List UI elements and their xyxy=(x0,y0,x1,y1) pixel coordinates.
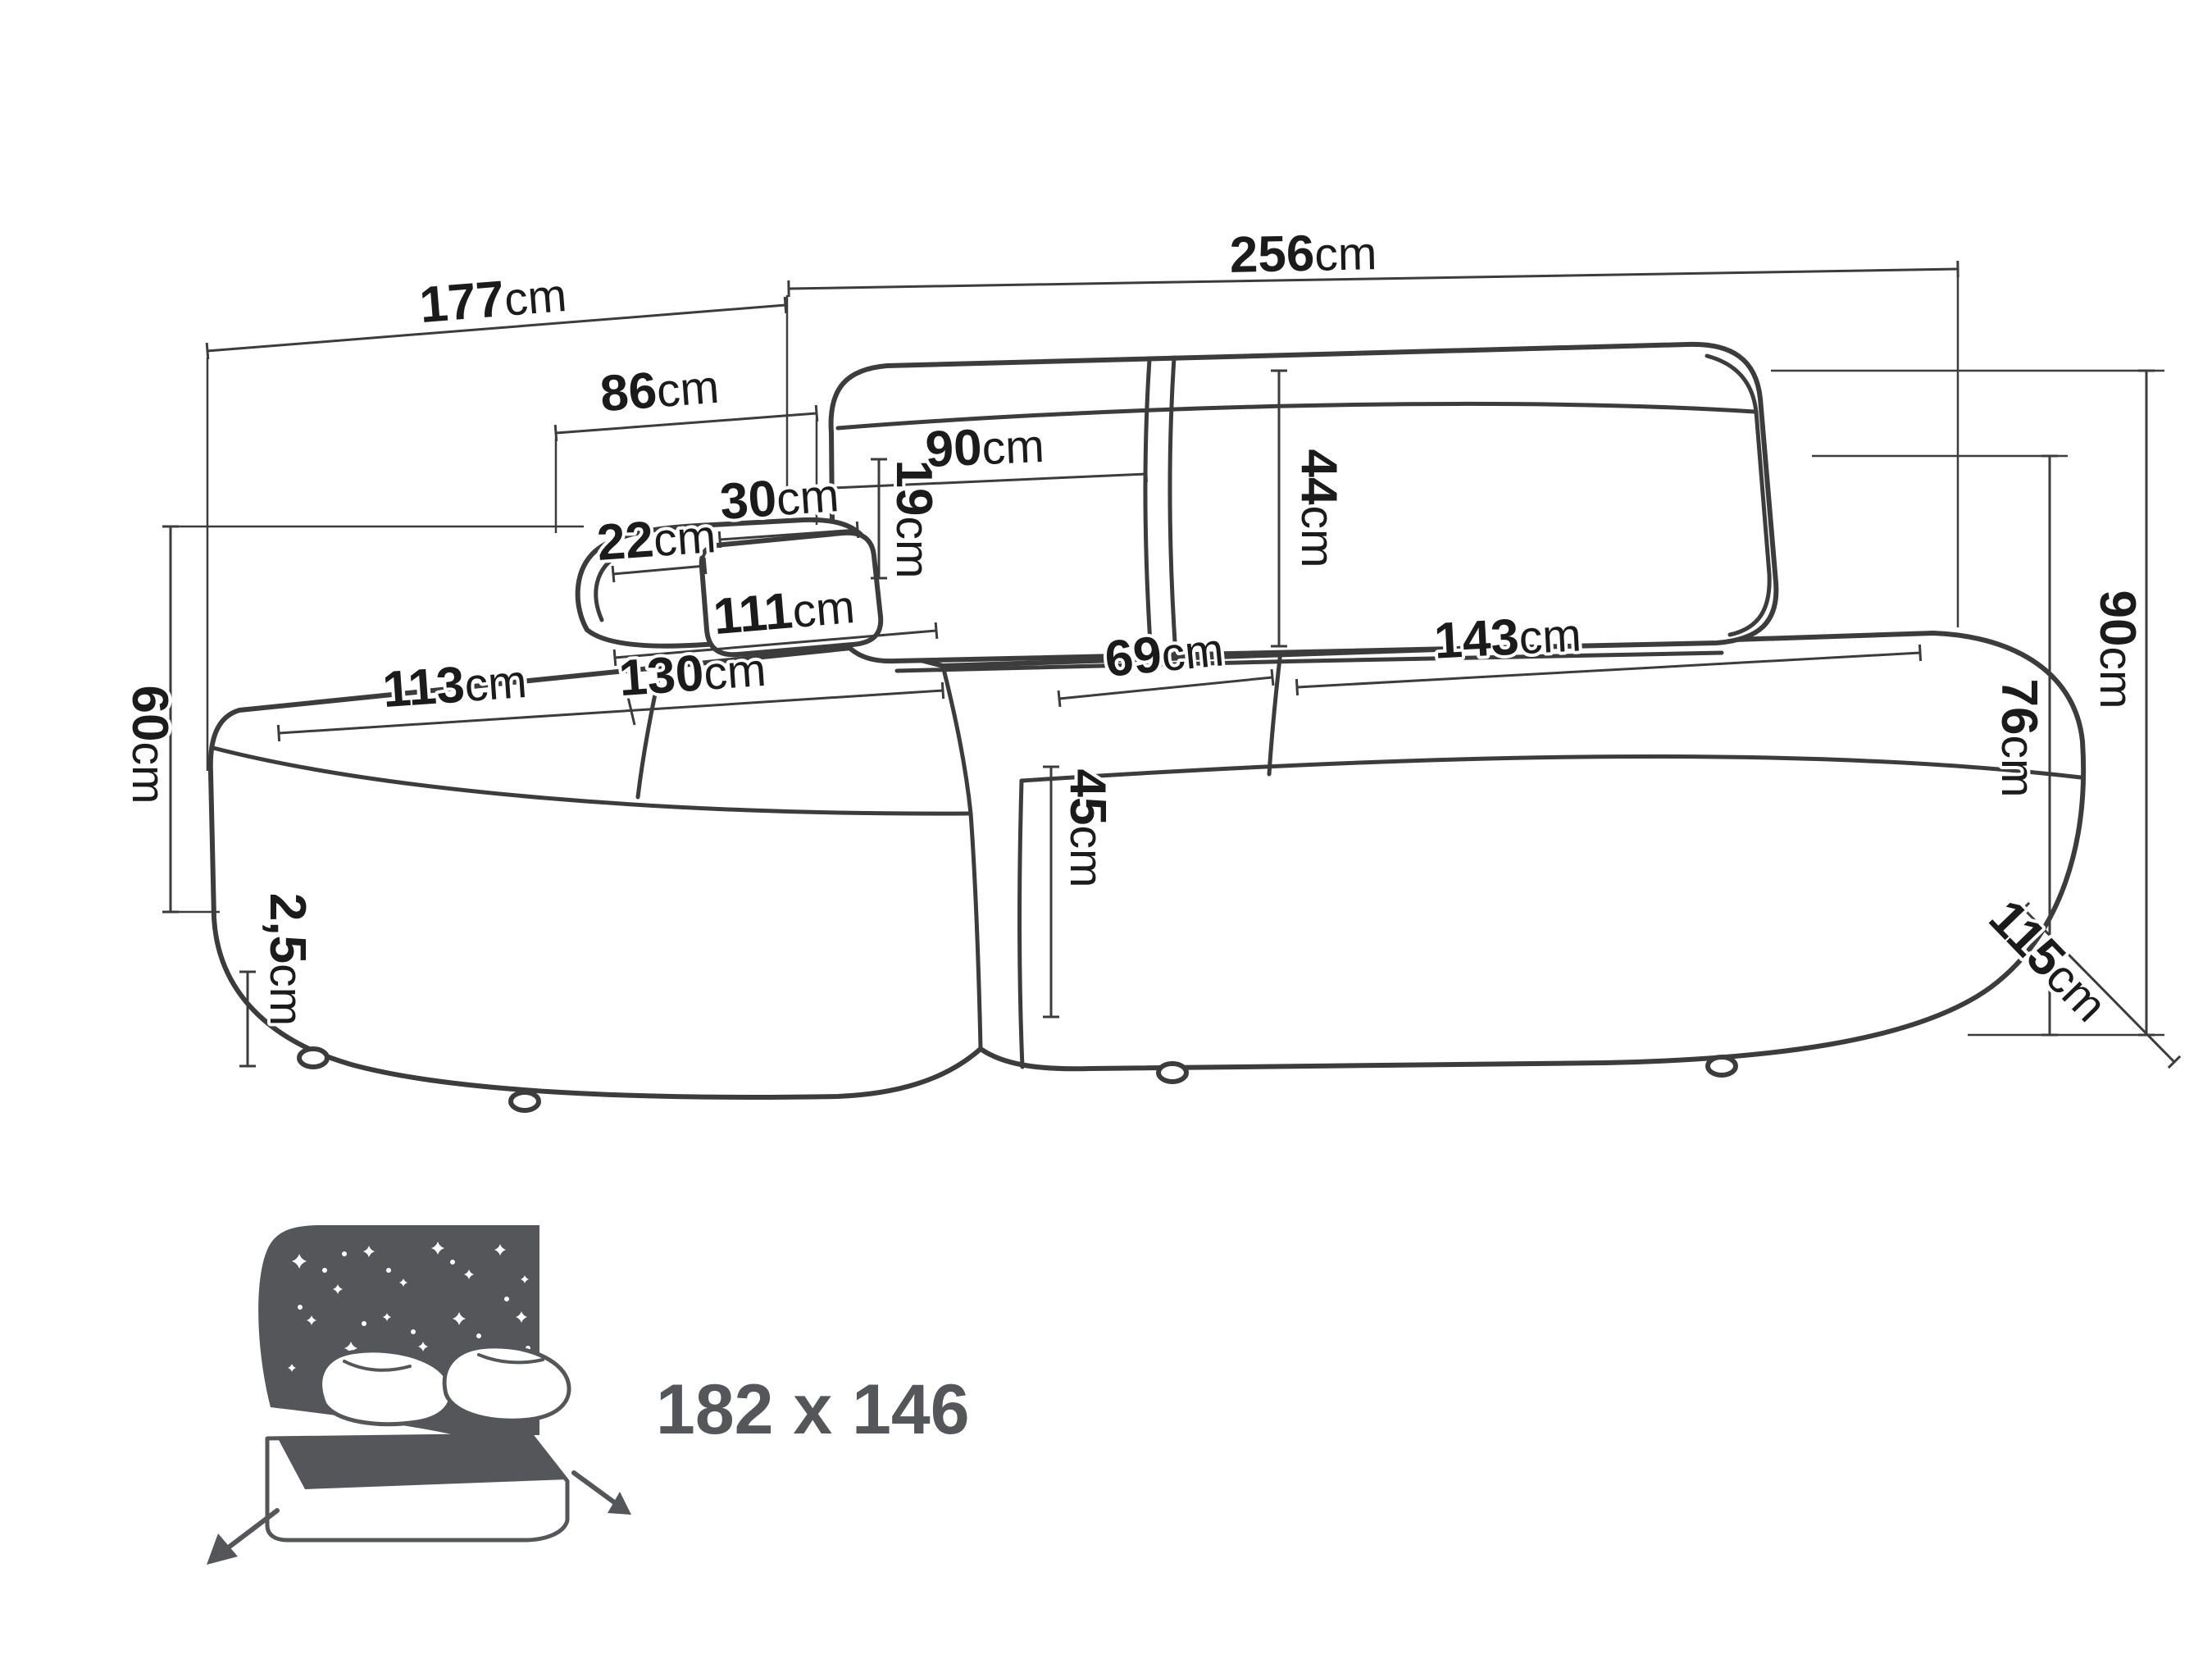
dim-label-177: 177cm xyxy=(417,266,568,334)
dimension-86: 86cm xyxy=(553,358,819,442)
backrest-top-piping xyxy=(835,402,1757,431)
dimension-line xyxy=(1295,644,1923,696)
backrest-right-cap-line xyxy=(1705,353,1772,637)
dimension-19: 19cm xyxy=(871,457,945,581)
dimension-90-backrest: 90cm xyxy=(831,416,1148,497)
pillow-right xyxy=(442,1344,571,1423)
dimension-line xyxy=(787,260,1959,298)
sofa-foot xyxy=(1156,1061,1189,1084)
dimension-177: 177cm xyxy=(205,266,788,360)
dim-label-90-backrest: 90cm xyxy=(924,417,1045,478)
dim-label-130: 130cm xyxy=(617,640,768,707)
dimension-143: 143cm xyxy=(1295,605,1923,696)
dimension-mid-tick xyxy=(626,696,636,726)
dimension-line xyxy=(611,557,708,583)
sleeping-area-size-label: 182 x 146 xyxy=(656,1370,970,1449)
unfold-arrow-left xyxy=(207,1508,280,1565)
dim-label-256: 256cm xyxy=(1229,224,1377,284)
backrest-seam-line-2 xyxy=(1167,355,1178,657)
dimension-2-5: 2,5cm xyxy=(239,890,319,1068)
dimension-annotations: 177cm 256cm 86cm 90cm 19cm 30cm xyxy=(118,222,2182,1069)
dim-label-45: 45cm xyxy=(1059,769,1116,888)
dimension-45: 45cm xyxy=(1043,765,1119,1019)
dimension-113-130: 113cm 130cm xyxy=(276,640,945,742)
dim-label-22: 22cm xyxy=(595,507,717,572)
dimension-69: 69cm xyxy=(1057,620,1275,708)
dimension-44: 44cm xyxy=(1271,369,1350,648)
dimension-22: 22cm xyxy=(592,507,721,583)
dim-label-69: 69cm xyxy=(1103,620,1227,688)
sofa-body-outline xyxy=(207,631,2087,1100)
dimension-60: 60cm xyxy=(118,525,181,914)
sofa-foot xyxy=(508,1090,541,1113)
right-seat-seam xyxy=(1267,649,1283,777)
dimension-line xyxy=(2016,901,2182,1069)
sleeping-function-icon xyxy=(207,1225,631,1565)
dimension-line xyxy=(717,521,860,549)
dimension-line xyxy=(553,404,819,442)
dim-label-44: 44cm xyxy=(1290,449,1347,568)
dim-label-90-height: 90cm xyxy=(2089,590,2146,709)
dimension-line xyxy=(612,622,939,667)
sofa-drawing xyxy=(207,341,2087,1113)
corner-seam-right xyxy=(1017,778,1025,1069)
dim-label-30: 30cm xyxy=(718,466,840,531)
sofa-foot xyxy=(1705,1055,1738,1078)
corner-seam-left xyxy=(940,663,983,1051)
sofa-foot xyxy=(297,1046,330,1069)
dimension-111: 111cm xyxy=(612,577,939,667)
pillow-crease-right xyxy=(477,1353,544,1365)
sleeping-function-info: 182 x 146 xyxy=(207,1225,970,1565)
dim-label-86: 86cm xyxy=(599,358,721,423)
dim-label-113: 113cm xyxy=(380,652,528,718)
dimension-line xyxy=(276,681,945,742)
right-seat-fold-line xyxy=(1019,754,2083,783)
dimension-30: 30cm xyxy=(715,466,860,549)
dim-label-2-5: 2,5cm xyxy=(259,893,316,1026)
dim-label-143: 143cm xyxy=(1433,605,1583,669)
dim-label-76: 76cm xyxy=(1991,679,2047,798)
pillow-crease-left xyxy=(343,1360,412,1372)
dim-label-111: 111cm xyxy=(711,577,857,645)
mattress-deck xyxy=(279,1432,567,1489)
dim-label-60: 60cm xyxy=(121,686,178,804)
dimension-76: 76cm xyxy=(1987,454,2058,1037)
dim-label-19: 19cm xyxy=(885,460,942,579)
unfold-arrow-right xyxy=(571,1470,631,1515)
dimension-256: 256cm xyxy=(787,222,1959,298)
backrest-seam-line-1 xyxy=(1143,357,1154,659)
dimension-line xyxy=(205,296,788,360)
chaise-fold-line xyxy=(211,745,972,816)
dimension-line xyxy=(1057,668,1275,708)
dimension-90-height: 90cm xyxy=(2086,369,2155,1037)
